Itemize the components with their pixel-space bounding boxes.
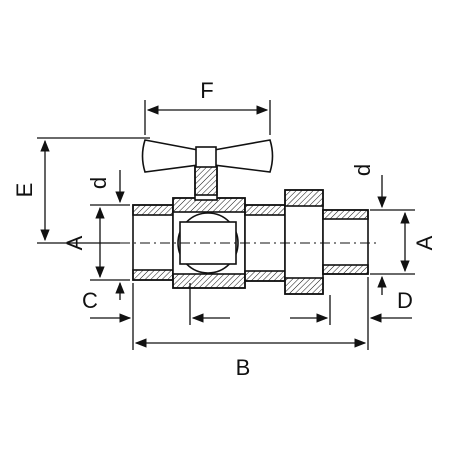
butterfly-handle-left-wing <box>141 139 199 173</box>
label-B: B <box>236 355 251 380</box>
central-body-wall-bottom <box>172 273 246 289</box>
label-D: D <box>397 288 413 313</box>
union-nut-wall-top <box>284 189 324 207</box>
label-d-left: d <box>86 177 111 189</box>
label-F: F <box>200 78 213 103</box>
right-tail-wall-top <box>322 209 369 220</box>
label-A-right: A <box>412 235 437 250</box>
union-nut-wall-bottom <box>284 277 324 295</box>
right-tail <box>322 209 369 275</box>
body-coupling-wall-bottom <box>244 270 286 282</box>
stem-packing <box>194 164 218 196</box>
label-E: E <box>12 183 37 198</box>
right-tail-wall-bottom <box>322 264 369 275</box>
left-end-thread-bottom <box>132 269 174 281</box>
dimension-labels: F E d A d A C D B <box>12 78 437 380</box>
label-C: C <box>82 288 98 313</box>
left-end-thread-top <box>132 204 174 216</box>
handle-hub <box>195 146 217 168</box>
label-A-left: A <box>62 235 87 250</box>
stem-and-handle <box>141 139 274 201</box>
dimension-lines <box>37 100 415 350</box>
butterfly-handle-right-wing <box>213 139 274 173</box>
union-nut <box>284 189 324 295</box>
label-d-right: d <box>350 164 375 176</box>
body-coupling-wall-top <box>244 204 286 216</box>
valve-body <box>132 189 369 295</box>
